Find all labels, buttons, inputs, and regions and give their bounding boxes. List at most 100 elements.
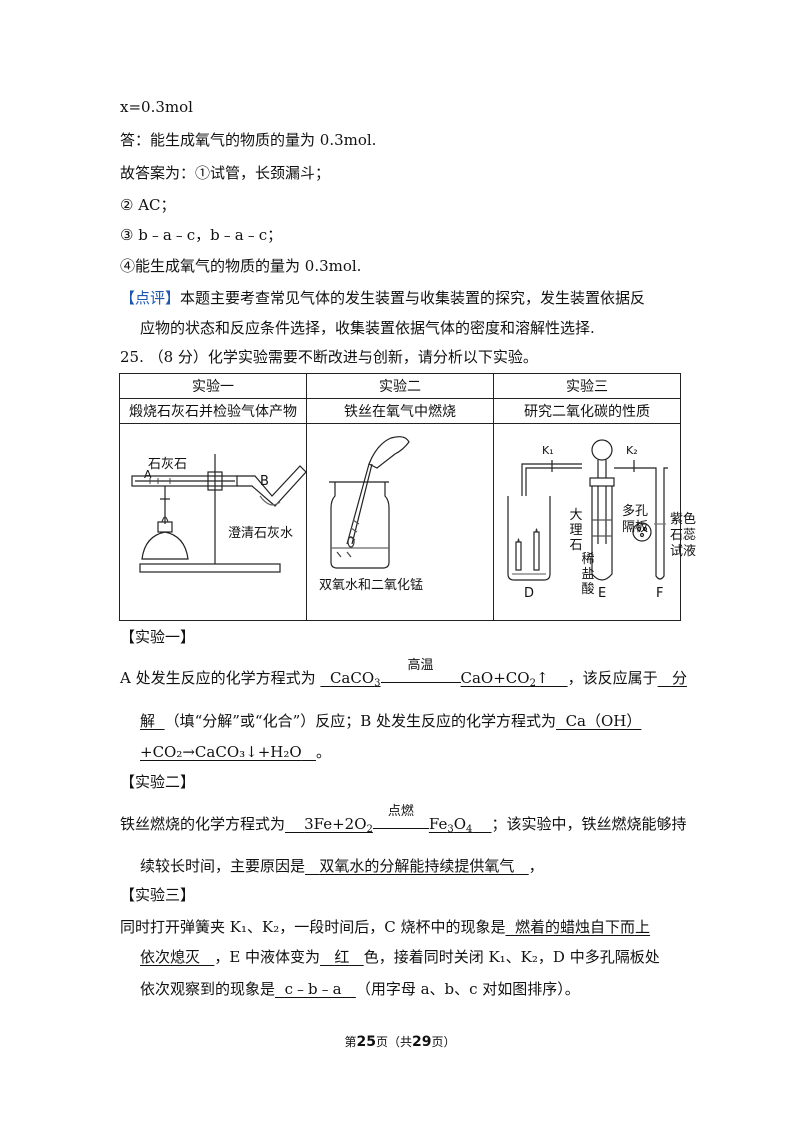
formula: Fe (428, 815, 448, 833)
limestone-apparatus-drawing (131, 454, 307, 574)
exp2-text: ， (528, 857, 544, 875)
answer-blank: +CO₂→CaCO₃↓+H₂O (140, 743, 302, 761)
reaction-condition: 点燃 (387, 804, 414, 819)
label-plate-b: 隔板 (622, 520, 649, 536)
formula: CaCO (329, 669, 375, 687)
question-stem: 25. （8 分）化学实验需要不断改进与创新，请分析以下实验。 (120, 348, 538, 366)
formula: 3Fe+2O (304, 815, 367, 833)
formula-sub: 2 (529, 678, 536, 689)
experiment-table: 实验一 实验二 实验三 煅烧石灰石并检验气体产物 铁丝在氧气中燃烧 研究二氧化碳… (119, 372, 696, 621)
text-line: ③ b﹣a﹣c，b﹣a﹣c； (120, 226, 283, 244)
reaction-condition: 高温 (407, 658, 434, 673)
reaction-arrow: 高温 (380, 658, 461, 683)
label-A: A (144, 468, 152, 482)
exp2-text: ；该实验中，铁丝燃烧能够持 (491, 815, 687, 833)
text-line: x=0.3mol (120, 98, 193, 116)
figure-cell-2: 双氧水和二氧化锰 (306, 423, 494, 621)
comment-line: 【点评】本题主要考查常见气体的发生装置与收集装置的探究，发生装置依据反 (120, 288, 645, 308)
figure-2: 双氧水和二氧化锰 (307, 424, 493, 620)
label-marble: 大理石 (569, 508, 583, 554)
label-limewater: 澄清石灰水 (228, 526, 294, 542)
text-line: 答：能生成氧气的物质的量为 0.3mol. (120, 131, 377, 149)
label-B: B (260, 474, 269, 490)
label-K1: K₁ (542, 444, 554, 458)
label-litmus-b: 石蕊 (670, 528, 697, 544)
comment-line-2: 应物的状态和反应条件选择，收集装置依据气体的密度和溶解性选择. (140, 319, 595, 337)
section-title-exp3: 【实验三】 (120, 886, 196, 904)
exp1-line-1: A 处发生反应的化学方程式为 CaCO3 高温 CaO+CO2↑ ，该反应属于 分 (120, 658, 687, 694)
exp2-text: 铁丝燃烧的化学方程式为 (120, 815, 286, 833)
exp3-text: 色，接着同时关闭 K₁、K₂，D 中多孔隔板处 (363, 948, 660, 966)
co2-apparatus-drawing (507, 439, 668, 582)
label-limestone: 石灰石 (148, 457, 188, 473)
exp1-text: （填“分解”或“化合”）反应；B 处发生反应的化学方程式为 (164, 712, 557, 730)
exp1-text: ，该反应属于 (567, 669, 658, 687)
table-desc: 研究二氧化碳的性质 (493, 398, 681, 425)
exp3-text: ，E 中液体变为 (214, 948, 321, 966)
exp3-line-2: 依次熄灭 ，E 中液体变为 红 色，接着同时关闭 K₁、K₂，D 中多孔隔板处 (140, 947, 660, 967)
reaction-arrow: 点燃 (372, 804, 429, 829)
figure-3: K₁ K₂ 大理石 稀盐酸 多孔 隔板 紫色 石蕊 试液 D E F (494, 424, 696, 620)
exp3-text: 依次观察到的现象是 (140, 980, 276, 998)
answer-blank: 解 (140, 712, 156, 730)
table-header: 实验二 (306, 372, 494, 400)
exp3-line-1: 同时打开弹簧夹 K₁、K₂，一段时间后，C 烧杯中的现象是 燃着的蜡烛自下而上 (120, 917, 650, 937)
answer-blank: c﹣b﹣a (284, 980, 342, 998)
footer-text: 页） (431, 1035, 456, 1049)
label-F: F (656, 586, 664, 602)
answer-blank: 燃着的蜡烛自下而上 (515, 918, 651, 936)
label-E: E (598, 586, 607, 602)
formula: ↑ (535, 669, 549, 687)
answer-blank: 双氧水的分解能持续提供氧气 (319, 857, 515, 875)
section-title-exp2: 【实验二】 (120, 773, 196, 791)
formula: CaO+CO (460, 669, 530, 687)
iron-combustion-drawing (329, 436, 410, 570)
exp2-line-2: 续较长时间，主要原因是 双氧水的分解能持续提供氧气 ， (140, 856, 544, 876)
table-desc: 铁丝在氧气中燃烧 (306, 398, 494, 425)
table-desc: 煅烧石灰石并检验气体产物 (119, 398, 307, 425)
answer-blank: 依次熄灭 (140, 948, 201, 966)
exp2-line-1: 铁丝燃烧的化学方程式为 3Fe+2O2 点燃 Fe3O4 ；该实验中，铁丝燃烧能够持 (120, 804, 687, 840)
footer-text: 页（共 (375, 1035, 412, 1049)
answer-blank: 3Fe+2O2 点燃 Fe3O4 (285, 804, 491, 835)
formula-sub: 4 (466, 824, 473, 835)
figure-cell-3: K₁ K₂ 大理石 稀盐酸 多孔 隔板 紫色 石蕊 试液 D E F (493, 423, 696, 621)
text-line: ② AC； (120, 196, 176, 214)
exp1-text: 。 (315, 743, 331, 761)
label-K2: K₂ (626, 444, 638, 458)
formula-sub: 3 (374, 678, 381, 689)
exp3-text: 同时打开弹簧夹 K₁、K₂，一段时间后，C 烧杯中的现象是 (120, 918, 506, 936)
table-header: 实验一 (119, 372, 307, 400)
comment-text: 本题主要考查常见气体的发生装置与收集装置的探究，发生装置依据反 (180, 289, 646, 307)
page-footer: 第25页（共29页） (0, 1033, 800, 1050)
answer-blank: CaCO3 高温 CaO+CO2↑ (320, 658, 567, 689)
exp3-line-3: 依次观察到的现象是 c﹣b﹣a （用字母 a、b、c 对如图排序）。 (140, 979, 580, 999)
label-litmus-a: 紫色 (670, 512, 697, 528)
page-number: 25 (356, 1034, 376, 1050)
table-header: 实验三 (493, 372, 681, 400)
footer-text: 第 (344, 1035, 357, 1049)
figure-1: 石灰石 A B 澄清石灰水 (120, 424, 307, 620)
page-total: 29 (412, 1034, 432, 1050)
exp2-text: 续较长时间，主要原因是 (140, 857, 306, 875)
formula-sub: 2 (366, 824, 373, 835)
answer-blank: 红 (334, 948, 350, 966)
text-line: 故答案为：①试管，长颈漏斗； (120, 164, 331, 182)
formula-sub: 3 (447, 824, 454, 835)
label-reagent: 双氧水和二氧化锰 (319, 578, 424, 594)
section-title-exp1: 【实验一】 (120, 628, 196, 646)
label-litmus-c: 试液 (670, 544, 697, 560)
label-plate-a: 多孔 (622, 504, 649, 520)
answer-blank: Ca（OH） (565, 712, 642, 730)
figure-cell-1: 石灰石 A B 澄清石灰水 (119, 423, 307, 621)
exp1-line-3: +CO₂→CaCO₃↓+H₂O 。 (140, 742, 331, 762)
exp1-line-2: 解 （填“分解”或“化合”）反应；B 处发生反应的化学方程式为 Ca（OH） (140, 711, 641, 731)
formula: O (453, 815, 467, 833)
comment-tag: 【点评】 (120, 289, 181, 307)
exp3-text: （用字母 a、b、c 对如图排序）。 (355, 980, 580, 998)
answer-blank: 分 (671, 669, 687, 687)
text-line: ④能生成氧气的物质的量为 0.3mol. (120, 257, 362, 275)
label-D: D (524, 586, 535, 602)
label-acid: 稀盐酸 (581, 552, 595, 598)
exp1-text: A 处发生反应的化学方程式为 (120, 669, 316, 687)
